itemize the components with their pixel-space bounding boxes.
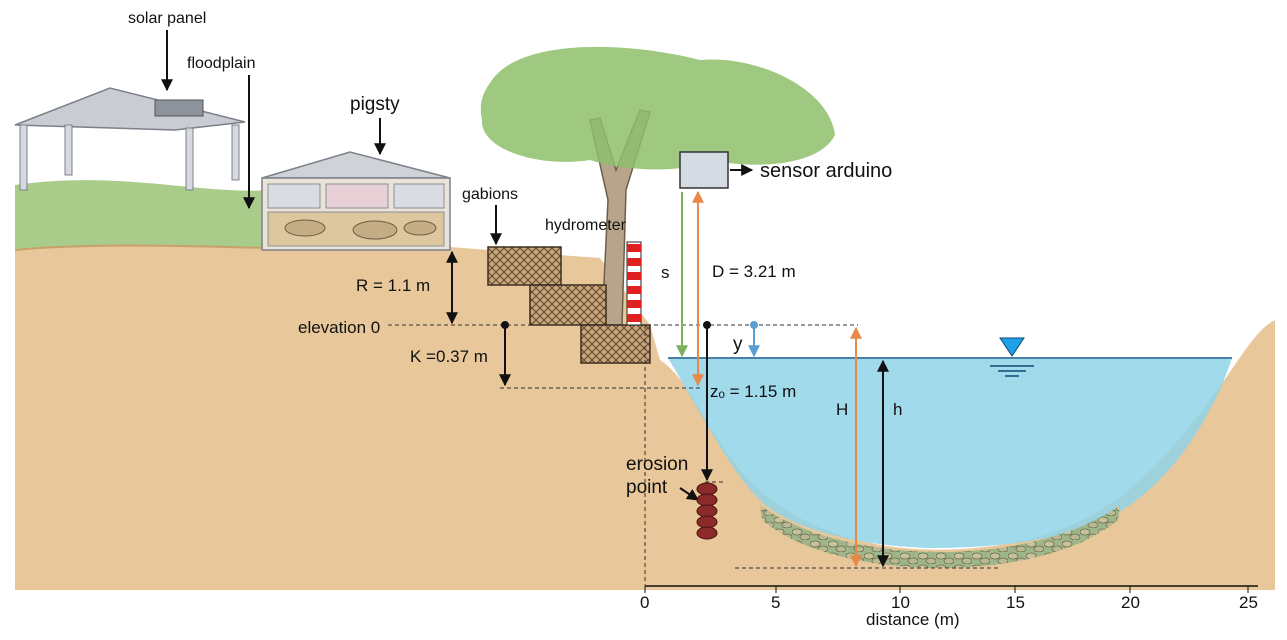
tick-label: 5 [771,593,780,612]
river-water [668,358,1232,548]
label-pigsty: pigsty [350,94,400,115]
distance-axis: 0 5 10 15 20 25 distance (m) [640,585,1258,629]
solar-panel-shed [14,87,246,191]
label-y: y [733,334,743,355]
reference-lines [388,324,998,585]
label-hydrometer: hydrometer [545,217,627,234]
black-arrows [161,30,889,568]
diagram-labels: solar panel floodplain pigsty gabions hy… [128,10,902,498]
axis-title: distance (m) [866,610,960,629]
tick-label: 0 [640,593,649,612]
gabions [487,246,651,364]
tick-label: 25 [1239,593,1258,612]
tick-label: 15 [1006,593,1025,612]
label-floodplain: floodplain [187,55,256,72]
tree [480,46,835,326]
label-solar-panel: solar panel [128,10,206,27]
tick-label: 10 [891,593,910,612]
label-point: point [626,477,668,498]
label-sensor-arduino: sensor arduino [760,160,892,182]
erosion-point-marker [696,482,718,540]
water-level-symbol [990,337,1034,377]
erosion-pointer [679,487,699,501]
label-s: s [661,263,670,282]
label-zo: zₒ = 1.15 m [710,382,796,401]
label-elevation-0: elevation 0 [298,318,380,337]
label-R: R = 1.1 m [356,276,430,295]
y-origin-dot [750,321,758,329]
label-erosion: erosion [626,454,688,475]
floodplain-grass [15,180,275,255]
hydrometer-staff [626,241,642,326]
label-K: K =0.37 m [410,347,488,366]
K-origin-dot [501,321,509,329]
pigsty-building [261,151,451,251]
label-D: D = 3.21 m [712,262,796,281]
label-h: h [893,400,902,419]
zo-origin-dot [703,321,711,329]
label-gabions: gabions [462,186,518,203]
label-H: H [836,400,848,419]
tick-label: 20 [1121,593,1140,612]
sensor-box [679,151,729,189]
